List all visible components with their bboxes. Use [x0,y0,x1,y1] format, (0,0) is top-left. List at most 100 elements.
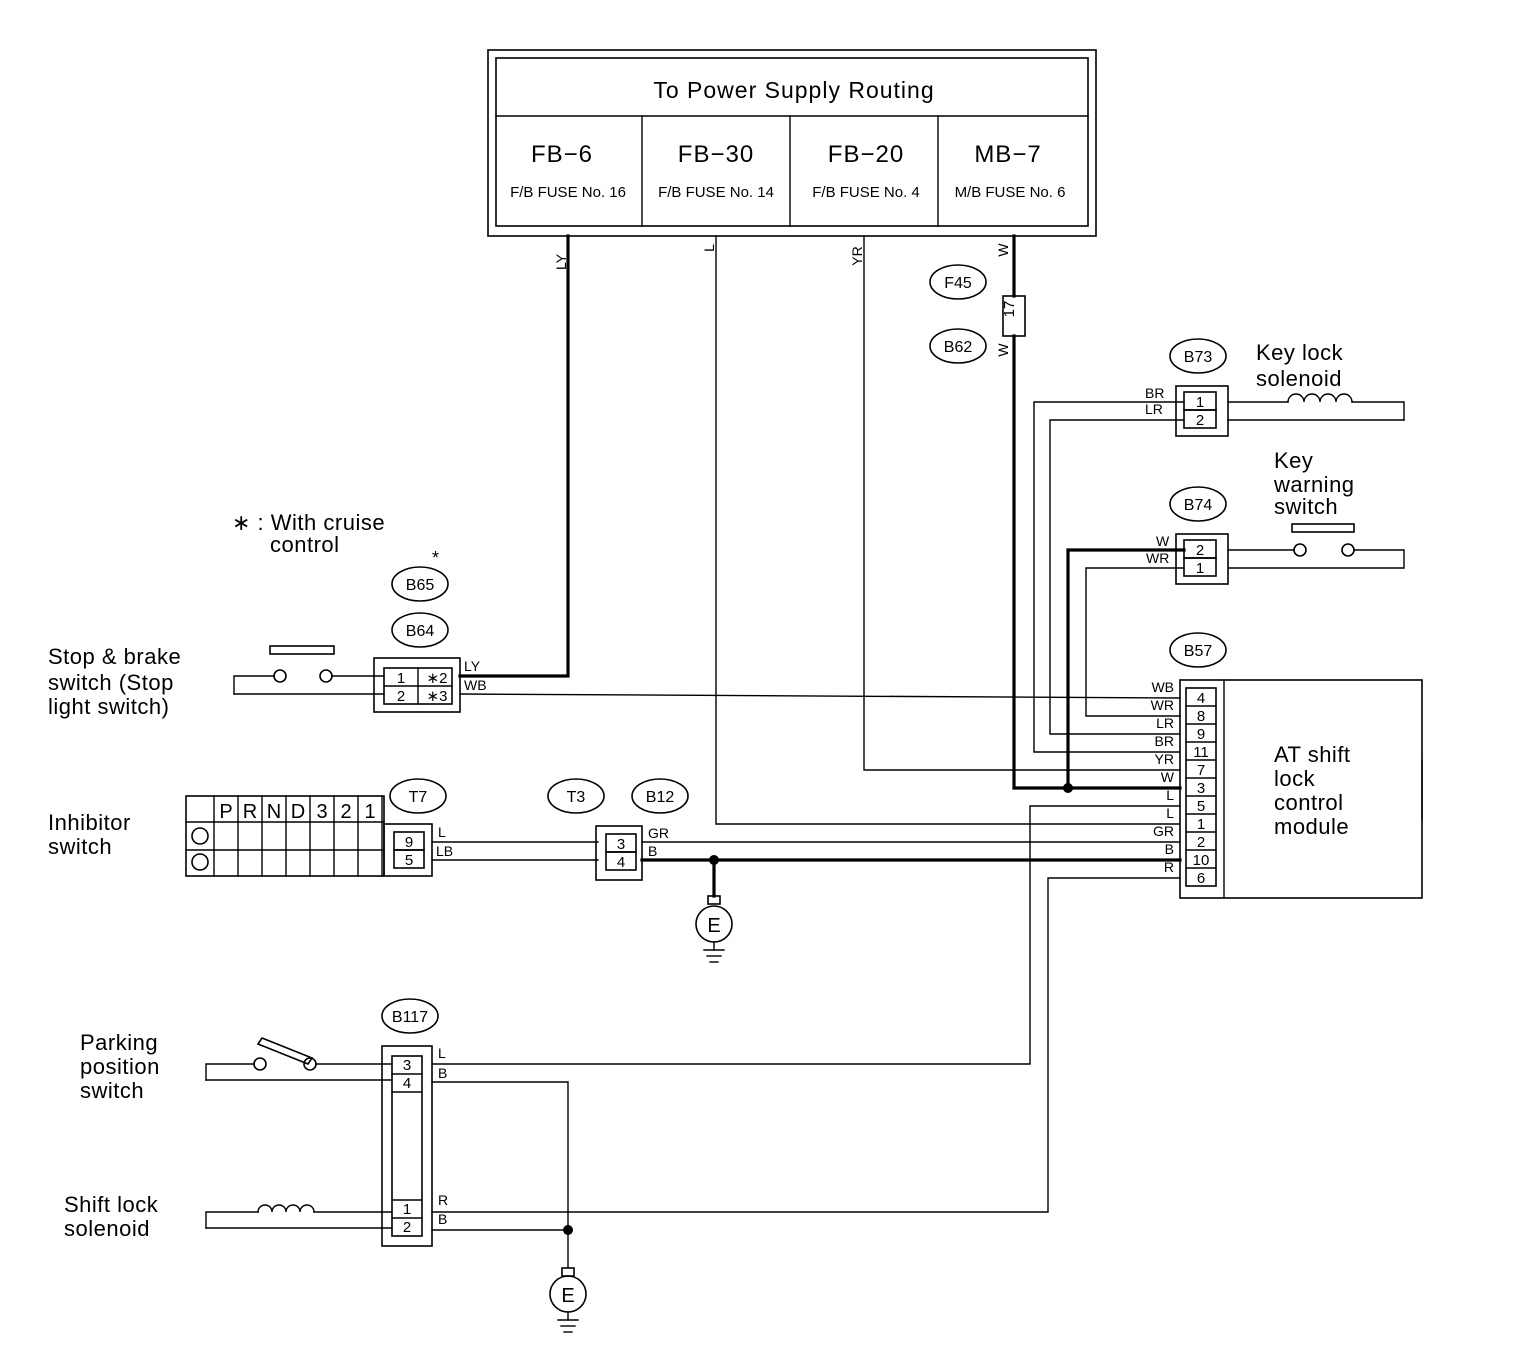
at-module-line2: lock [1274,766,1316,791]
fuse-desc-fb20: F/B FUSE No. 4 [812,184,920,201]
parking-line3: switch [80,1078,144,1103]
connector-b117-label: B117 [392,1009,428,1026]
key-warning-switch-line3: switch [1274,494,1338,519]
b57-wire-color: R [1164,859,1174,875]
b57-pin-number: 2 [1197,834,1205,851]
b57-wire-color: LR [1156,715,1174,731]
b57-pin-number: 10 [1193,852,1210,869]
key-lock-solenoid-line2: solenoid [1256,366,1342,391]
connector-f45-oval [929,264,987,300]
connector-b64-label: B64 [406,623,435,640]
wire-label-w: W [995,243,1011,257]
parking-line2: position [80,1054,160,1079]
fuse-id-fb30: FB−30 [678,141,754,168]
inhibitor-position-2: 2 [340,801,351,823]
parking-position-switch: Parking position switch [80,1030,393,1103]
b64-pin-2: 2 [397,688,405,705]
key-warning-switch-line1: Key [1274,448,1313,473]
splice-dot-w [1063,783,1073,793]
inhibitor-line1: Inhibitor [48,810,131,835]
wire-label-b117-b2: B [438,1211,447,1227]
at-module-line4: module [1274,814,1349,839]
b57-wire-color: W [1161,769,1175,785]
wire-label-t7-lb: LB [436,843,453,859]
inhibitor-position-1: 1 [364,801,375,823]
b57-pin-number: 11 [1193,744,1209,761]
key-warning-switch-line2: warning [1273,472,1355,497]
inhibitor-position-N: N [267,801,281,823]
inhibitor-position-D: D [291,801,305,823]
b57-wire-color: BR [1155,733,1174,749]
wire-label-br: BR [1145,385,1164,401]
cruise-note-line1: ∗ : With cruise [232,510,385,535]
inhibitor-position-P: P [219,801,232,823]
b12-pin-4: 4 [617,854,625,871]
b57-wire-color: WB [1151,679,1174,695]
wire-label-b117-r: R [438,1192,448,1208]
b73-pin-2: 2 [1196,412,1204,429]
b117-pin-4: 4 [403,1075,411,1092]
connector-b12-label: B12 [646,789,675,806]
wire-label-b117-l: L [438,1045,446,1061]
b64-pin-star3: ∗3 [427,688,448,705]
b73-pin-1: 1 [1196,394,1204,411]
wire-label-w2: W [995,343,1011,357]
b57-pin-number: 5 [1197,798,1205,815]
b64-pin-star2: ∗2 [427,670,448,687]
fuse-desc-mb7: M/B FUSE No. 6 [955,184,1066,201]
wire-label-b74-wr: WR [1146,550,1169,566]
connector-b62-oval [929,328,987,364]
connector-b12: T3 B12 3 4 GR B [547,778,689,881]
connector-b65-label: B65 [406,577,435,594]
stop-brake-switch: Stop & brake switch (Stop light switch) [48,644,385,719]
wire-label-b64-wb: WB [464,677,487,693]
connector-b74-label: B74 [1184,497,1213,514]
wire-label-lr: LR [1145,401,1163,417]
b117-pin-1: 1 [403,1201,411,1218]
ground-lower-label: E [561,1285,574,1307]
connector-t3-label: T3 [567,789,586,806]
connector-b62-label: B62 [944,339,973,356]
b57-pin-number: 4 [1197,690,1205,707]
b57-pin-number: 7 [1197,762,1205,779]
inline-fuse-rating: 17 [1001,301,1018,318]
power-supply-box: To Power Supply Routing FB−6 F/B FUSE No… [487,49,1097,237]
stop-brake-line3: light switch) [48,694,169,719]
b57-pin-frame [1185,687,1217,887]
wire-label-ly: LY [553,253,569,270]
ground-lower: E [549,1229,587,1333]
fuse-desc-fb30: F/B FUSE No. 14 [658,184,774,201]
wire-label-l: L [701,244,717,252]
b57-pin-number: 3 [1197,780,1205,797]
ground-upper: E [695,858,733,963]
wire-label-t7-l: L [438,824,446,840]
wire-label-b64-ly: LY [464,658,481,674]
connector-t7-label: T7 [409,789,428,806]
connector-b117: 3 4 1 2 L B R B [381,1045,448,1247]
fuse-id-fb6: FB−6 [531,141,593,168]
at-module-line1: AT shift [1274,742,1351,767]
wire-label-yr: YR [849,246,865,265]
b12-pin-3: 3 [617,836,625,853]
t7-pin-5: 5 [405,852,413,869]
key-warning-switch-group: B74 2 1 W WR Key warning switch [1146,448,1405,585]
shift-lock-line1: Shift lock [64,1192,159,1217]
inhibitor-position-3: 3 [316,801,327,823]
b57-wire-color: GR [1153,823,1174,839]
b57-pin-number: 8 [1197,708,1205,725]
power-supply-title: To Power Supply Routing [653,77,934,103]
t7-pin-9: 9 [405,834,413,851]
b65-star: * [432,548,439,568]
b57-wire-color: L [1166,787,1174,803]
b64-pin-1: 1 [397,670,405,687]
b57-wire-color: L [1166,805,1174,821]
b117-pin-2: 2 [403,1219,411,1236]
key-lock-solenoid-group: B73 1 2 BR LR Key lock solenoid [1145,338,1405,437]
inhibitor-position-R: R [243,801,257,823]
b57-pin-number: 6 [1197,870,1205,887]
b57-pin-number: 9 [1197,726,1205,743]
key-lock-solenoid-line1: Key lock [1256,340,1344,365]
